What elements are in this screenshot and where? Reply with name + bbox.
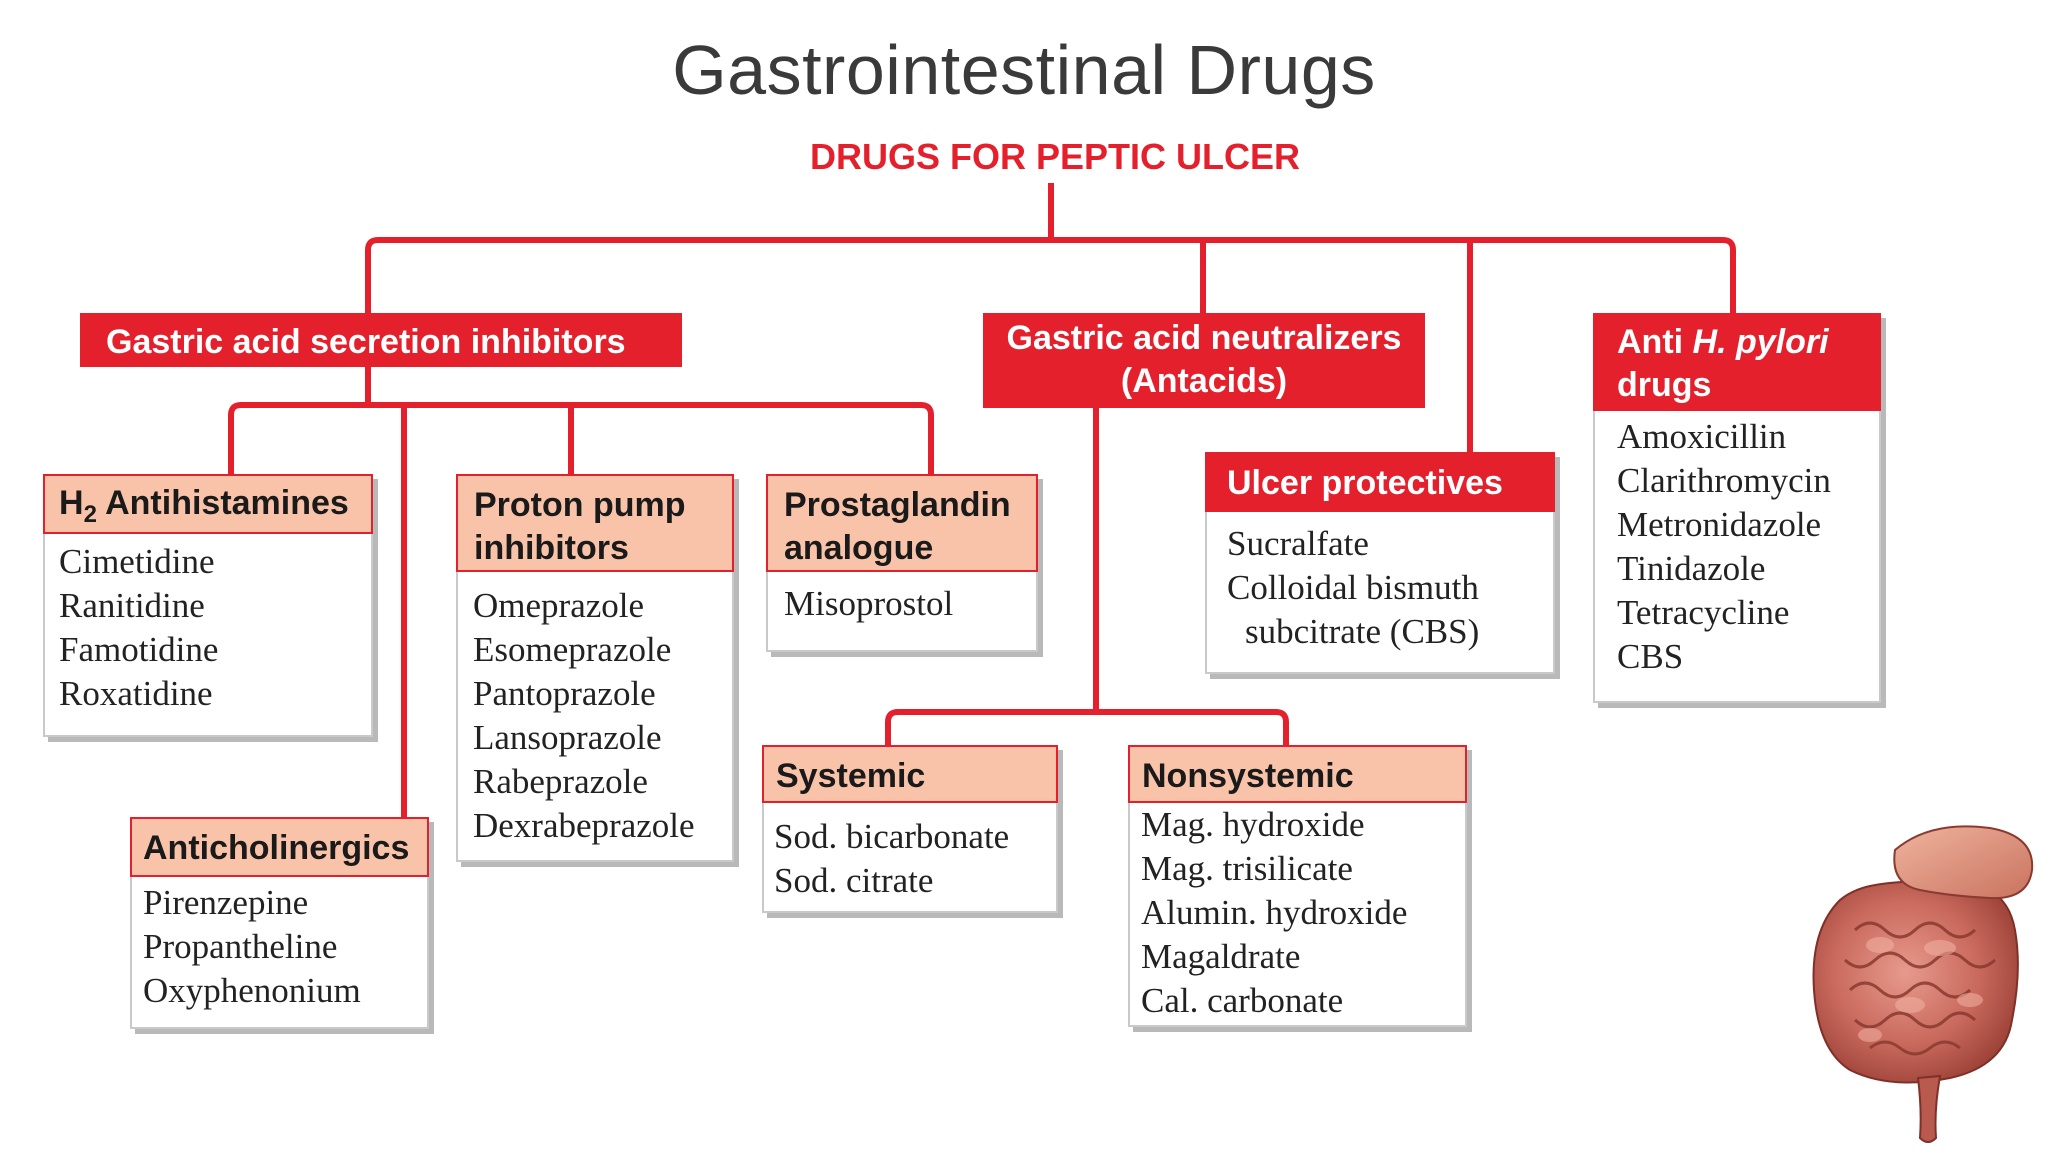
list-item: Sod. bicarbonate	[774, 817, 1010, 856]
group-h2-antihistamines: H2 Antihistamines Cimetidine Ranitidine …	[43, 474, 373, 737]
prostaglandin-title-line2: analogue	[784, 528, 934, 567]
prostaglandin-title-line1: Prostaglandin	[784, 486, 1011, 524]
h2-drug-list: Cimetidine Ranitidine Famotidine Roxatid…	[45, 534, 371, 716]
category-secretion-inhibitors-label: Gastric acid secretion inhibitors	[106, 323, 626, 361]
group-systemic-antacids: Systemic Sod. bicarbonate Sod. citrate	[762, 745, 1058, 913]
list-item: Amoxicillin	[1617, 417, 1787, 456]
anticholinergics-drug-list: Pirenzepine Propantheline Oxyphenonium	[132, 877, 427, 1013]
category-acid-neutralizers-line2: (Antacids)	[1120, 361, 1288, 400]
list-item: Alumin. hydroxide	[1141, 893, 1408, 932]
list-item: Dexrabeprazole	[473, 806, 695, 845]
list-item: Mag. trisilicate	[1141, 849, 1353, 888]
list-item: Sucralfate	[1227, 524, 1369, 563]
intestines-illustration	[1812, 825, 2034, 1143]
root-category-label: DRUGS FOR PEPTIC ULCER	[809, 136, 1301, 177]
ppi-drug-list: Omeprazole Esomeprazole Pantoprazole Lan…	[458, 572, 732, 848]
group-anticholinergics: Anticholinergics Pirenzepine Propantheli…	[130, 817, 429, 1029]
group-anti-h-pylori: Anti H. pylori drugs Amoxicillin Clarith…	[1593, 313, 1881, 703]
nonsystemic-title: Nonsystemic	[1142, 757, 1354, 795]
group-anti-h-pylori-header: Anti H. pylori drugs	[1593, 313, 1881, 411]
list-item: Cimetidine	[59, 542, 215, 581]
list-item: Magaldrate	[1141, 937, 1301, 976]
systemic-title: Systemic	[776, 757, 926, 795]
ppi-title-line1: Proton pump	[474, 486, 686, 524]
group-nonsystemic-antacids: Nonsystemic Mag. hydroxide Mag. trisilic…	[1128, 745, 1467, 1027]
top-bus-line	[365, 237, 1736, 318]
list-item: Oxyphenonium	[143, 971, 361, 1010]
group-h2-antihistamines-header: H2 Antihistamines	[43, 474, 373, 534]
antacid-bus-line	[885, 709, 1289, 745]
h2-title-prefix: H	[59, 484, 84, 522]
group-nonsystemic-header: Nonsystemic	[1128, 745, 1467, 803]
list-item: Pantoprazole	[473, 674, 656, 713]
group-ulcer-protectives-header: Ulcer protectives	[1205, 452, 1555, 512]
secretion-bus-line	[228, 402, 934, 474]
systemic-drug-list: Sod. bicarbonate Sod. citrate	[764, 803, 1056, 903]
list-item: Propantheline	[143, 927, 338, 966]
list-item: CBS	[1617, 637, 1684, 676]
h2-title-subscript: 2	[83, 501, 97, 528]
list-item: Sod. citrate	[774, 861, 934, 900]
anti-hpylori-prefix: Anti	[1617, 323, 1684, 361]
list-item: Mag. hydroxide	[1141, 805, 1365, 844]
nonsystemic-drug-list: Mag. hydroxide Mag. trisilicate Alumin. …	[1130, 803, 1465, 1023]
ulcer-protectives-drug-list: Sucralfate Colloidal bismuth subcitrate …	[1207, 512, 1553, 654]
list-item: Misoprostol	[784, 584, 954, 623]
list-item: Roxatidine	[59, 674, 213, 713]
group-anticholinergics-header: Anticholinergics	[130, 817, 429, 877]
h2-title-rest: Antihistamines	[105, 484, 349, 522]
anticholinergics-title: Anticholinergics	[143, 829, 410, 867]
list-item: Omeprazole	[473, 586, 645, 625]
group-prostaglandin-analogue: Prostaglandin analogue Misoprostol	[766, 474, 1038, 652]
group-systemic-header: Systemic	[762, 745, 1058, 803]
list-item: Famotidine	[59, 630, 219, 669]
list-item: Cal. carbonate	[1141, 981, 1344, 1020]
list-item: Clarithromycin	[1617, 461, 1831, 500]
list-item: Pirenzepine	[143, 883, 309, 922]
category-secretion-inhibitors: Gastric acid secretion inhibitors	[80, 313, 682, 367]
anti-hpylori-line2: drugs	[1617, 365, 1712, 404]
list-item: Tetracycline	[1617, 593, 1790, 632]
group-ulcer-protectives: Ulcer protectives Sucralfate Colloidal b…	[1205, 452, 1555, 674]
list-item: Rabeprazole	[473, 762, 648, 801]
list-item: Tinidazole	[1617, 549, 1766, 588]
category-acid-neutralizers: Gastric acid neutralizers (Antacids)	[983, 313, 1425, 408]
group-proton-pump-inhibitors: Proton pump inhibitors Omeprazole Esomep…	[456, 474, 734, 862]
ppi-title-line2: inhibitors	[474, 528, 629, 567]
anti-hpylori-drug-list: Amoxicillin Clarithromycin Metronidazole…	[1595, 411, 1879, 679]
list-item: Metronidazole	[1617, 505, 1822, 544]
list-item: Esomeprazole	[473, 630, 672, 669]
anti-hpylori-italic: H. pylori	[1692, 323, 1829, 361]
list-item: Colloidal bismuth	[1227, 568, 1479, 607]
list-item: Ranitidine	[59, 586, 205, 625]
group-ppi-header: Proton pump inhibitors	[456, 474, 734, 572]
slide-title: Gastrointestinal Drugs	[672, 31, 1376, 109]
prostaglandin-drug-list: Misoprostol	[768, 572, 1036, 626]
ulcer-protectives-title: Ulcer protectives	[1227, 464, 1503, 502]
list-item: Lansoprazole	[473, 718, 662, 757]
category-acid-neutralizers-line1: Gastric acid neutralizers	[1006, 319, 1402, 357]
list-item: subcitrate (CBS)	[1245, 612, 1480, 651]
group-prostaglandin-header: Prostaglandin analogue	[766, 474, 1038, 572]
